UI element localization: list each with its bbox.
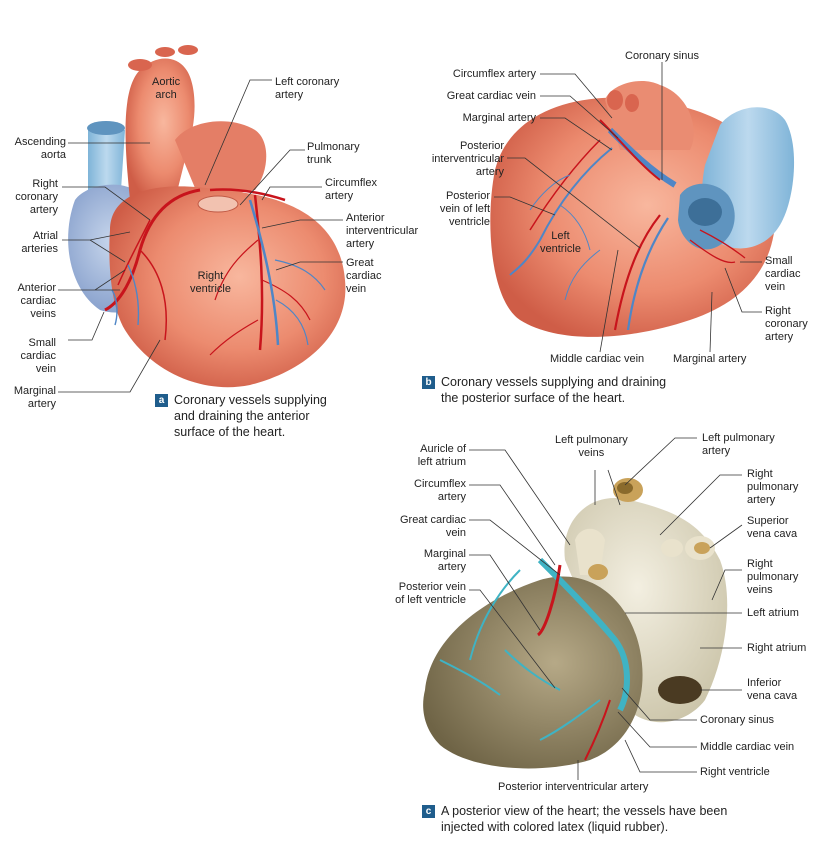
caption-b: b Coronary vessels supplying and draining…	[422, 374, 722, 406]
label-left-coronary-artery: Left coronary artery	[275, 76, 340, 101]
label-atrial-arteries: Atrial arteries	[21, 230, 58, 255]
label-auricle-left-atrium: Auricle of left atrium	[417, 443, 466, 468]
label-posterior-vein-left-ventricle-b: Posterior vein of left ventricle	[439, 190, 490, 228]
badge-c: c	[422, 805, 435, 818]
label-marginal-artery-c: Marginal artery	[423, 548, 466, 573]
label-right-coronary-artery-b: Right coronary artery	[765, 305, 808, 343]
label-great-cardiac-vein-a: Great cardiac vein	[346, 257, 382, 295]
label-right-ventricle-c: Right ventricle	[700, 766, 770, 778]
label-marginal-artery-a: Marginal artery	[13, 385, 56, 410]
caption-b-text: Coronary vessels supplying and draining …	[441, 375, 667, 405]
label-posterior-vein-left-ventricle-c: Posterior vein of left ventricle	[395, 581, 466, 606]
label-middle-cardiac-vein-b: Middle cardiac vein	[550, 353, 645, 365]
anterior-heart-illustration	[68, 45, 346, 388]
label-posterior-interventricular-artery-c: Posterior interventricular artery	[498, 781, 649, 793]
caption-a: a Coronary vessels supplying and draining…	[155, 392, 375, 440]
badge-a: a	[155, 394, 168, 407]
label-right-pulmonary-artery: Right pulmonary artery	[747, 468, 799, 506]
label-superior-vena-cava: Superior vena cava	[747, 515, 798, 540]
label-small-cardiac-vein-b: Small cardiac vein	[765, 255, 801, 293]
label-right-atrium: Right atrium	[747, 642, 807, 654]
label-right-coronary-artery: Right coronary artery	[15, 178, 58, 216]
label-circumflex-artery-b: Circumflex artery	[452, 68, 536, 80]
label-anterior-interventricular-artery: Anterior interventricular artery	[346, 212, 419, 250]
label-coronary-sinus-c: Coronary sinus	[700, 714, 774, 726]
label-posterior-interventricular-artery-b: Posterior interventricular artery	[431, 140, 504, 178]
label-left-atrium: Left atrium	[747, 607, 799, 619]
label-aortic-arch: Aortic arch	[152, 76, 181, 101]
label-circumflex-artery-a: Circumflex artery	[325, 177, 377, 202]
label-ascending-aorta: Ascending aorta	[14, 136, 66, 161]
label-anterior-cardiac-veins: Anterior cardiac veins	[17, 282, 56, 320]
posterior-heart-illustration	[490, 80, 795, 337]
label-coronary-sinus-b: Coronary sinus	[625, 50, 699, 62]
label-small-cardiac-vein-a: Small cardiac vein	[20, 337, 56, 375]
label-great-cardiac-vein-c: Great cardiac vein	[399, 514, 466, 539]
label-left-pulmonary-veins: Left pulmonary veins	[555, 434, 628, 459]
label-marginal-artery-b-bottom: Marginal artery	[673, 353, 747, 365]
label-middle-cardiac-vein-c: Middle cardiac vein	[700, 741, 795, 753]
caption-a-text: Coronary vessels supplying and draining …	[174, 393, 327, 439]
label-pulmonary-trunk: Pulmonary trunk	[307, 141, 360, 166]
label-left-ventricle-b: Left ventricle	[540, 230, 581, 255]
leader-lines	[58, 62, 762, 780]
caption-c: c A posterior view of the heart; the vess…	[422, 803, 792, 835]
label-inferior-vena-cava: Inferior vena cava	[747, 677, 798, 702]
label-right-ventricle-a: Right ventricle	[190, 270, 231, 295]
label-left-pulmonary-artery: Left pulmonary artery	[702, 432, 775, 457]
label-circumflex-artery-c: Circumflex artery	[414, 478, 466, 503]
caption-c-text: A posterior view of the heart; the vesse…	[441, 804, 728, 834]
label-right-pulmonary-veins: Right pulmonary veins	[747, 558, 799, 596]
badge-b: b	[422, 376, 435, 389]
label-great-cardiac-vein-b: Great cardiac vein	[446, 90, 536, 102]
posterior-heart-specimen-photo	[402, 458, 810, 780]
label-marginal-artery-b: Marginal artery	[462, 112, 536, 124]
